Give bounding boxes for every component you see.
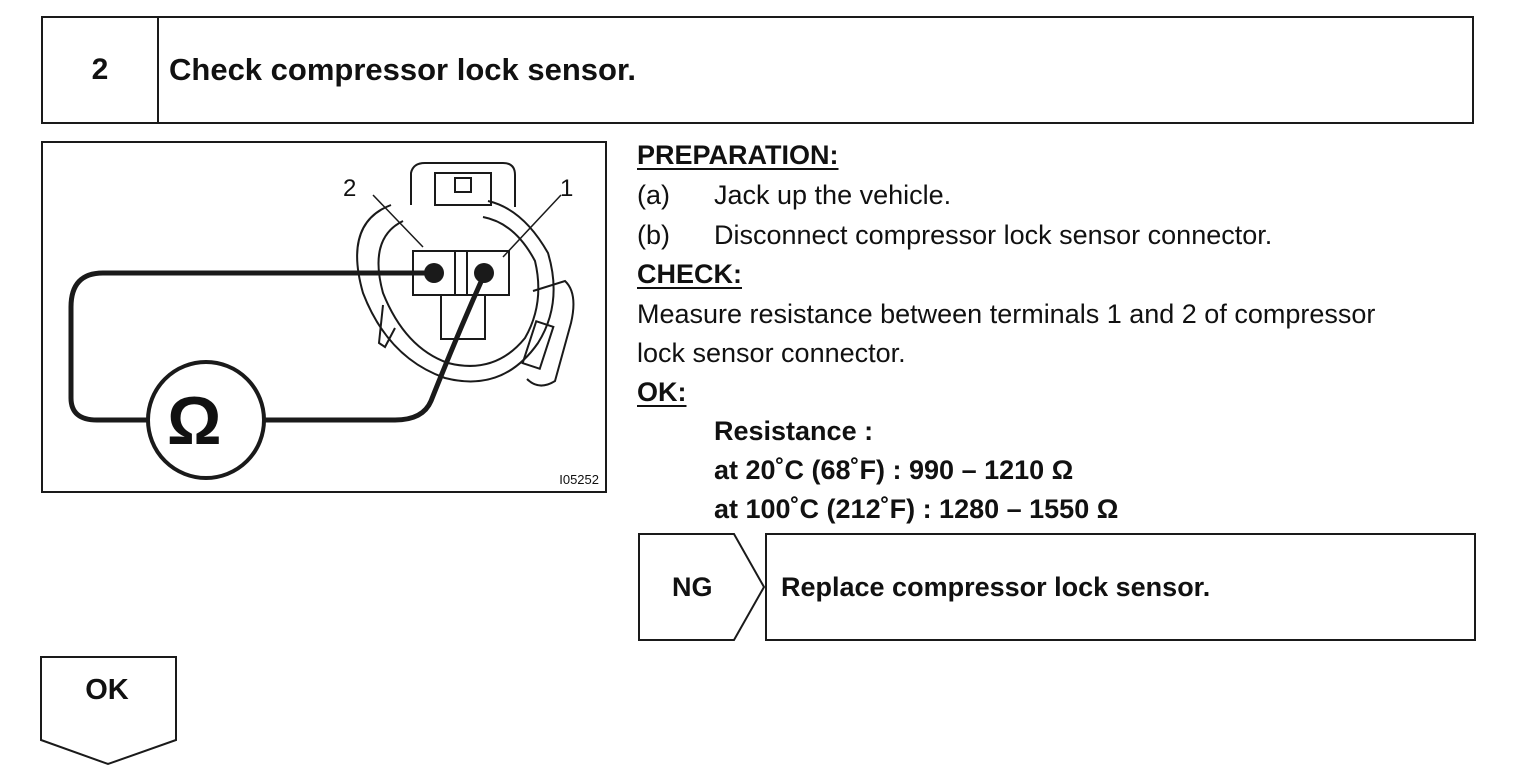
step-header: 2 Check compressor lock sensor. <box>41 16 1474 124</box>
ok-arrow-shape <box>40 656 177 766</box>
ohm-symbol: Ω <box>167 383 222 459</box>
prep-item-a-text: Jack up the vehicle. <box>714 180 952 210</box>
prep-item-b-text: Disconnect compressor lock sensor connec… <box>714 220 1273 250</box>
preparation-heading: PREPARATION: <box>637 140 839 170</box>
ok-spec-heading: OK: <box>637 377 687 407</box>
ng-action-text: Replace compressor lock sensor. <box>781 571 1211 602</box>
wiring-figure: 2 1 Ω I05252 <box>41 141 607 493</box>
figure-id: I05252 <box>559 472 599 487</box>
check-heading: CHECK: <box>637 259 742 289</box>
ok-spec-line-1: Resistance : <box>714 416 874 446</box>
step-title: Check compressor lock sensor. <box>169 52 636 87</box>
terminal-2-label: 2 <box>343 175 357 202</box>
step-number: 2 <box>43 18 159 122</box>
terminal-1-label: 1 <box>560 175 574 202</box>
ok-label: OK <box>85 674 129 706</box>
ok-spec-line-2: at 20˚C (68˚F) : 990 – 1210 Ω <box>714 455 1074 485</box>
prep-item-b-marker: (b) <box>637 220 670 250</box>
check-line-2: lock sensor connector. <box>637 338 906 368</box>
ng-label: NG <box>672 571 713 602</box>
ohmmeter-icon <box>146 360 266 480</box>
ng-branch: NG Replace compressor lock sensor. <box>638 533 1476 641</box>
ng-arrow-shape <box>638 533 766 641</box>
check-line-1: Measure resistance between terminals 1 a… <box>637 299 1376 329</box>
prep-item-a-marker: (a) <box>637 180 670 210</box>
ng-action-box: Replace compressor lock sensor. <box>765 533 1476 641</box>
ok-branch: OK <box>40 656 178 766</box>
ok-spec-line-3: at 100˚C (212˚F) : 1280 – 1550 Ω <box>714 494 1119 524</box>
connector-icon <box>68 162 575 480</box>
